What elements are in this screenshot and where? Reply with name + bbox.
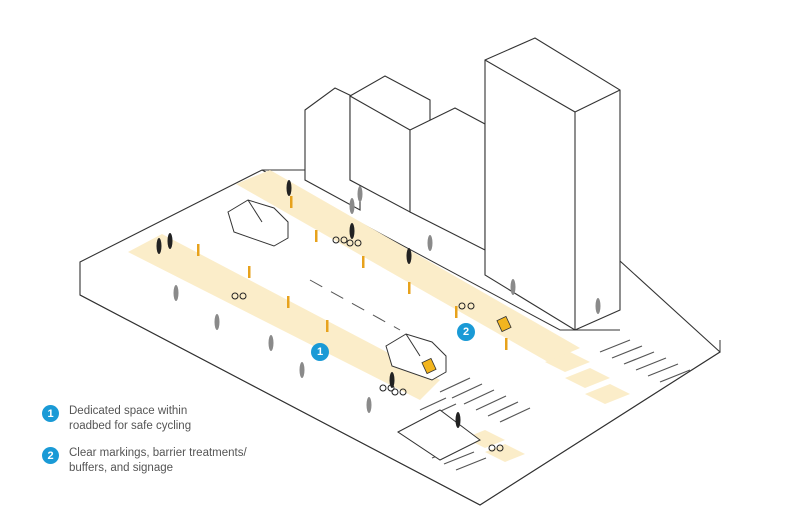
road-edge (79, 262, 721, 506)
legend-badge-2: 2 (42, 447, 59, 464)
legend-text-1: Dedicated space within roadbed for safe … (69, 405, 192, 432)
lane-divider (309, 279, 401, 331)
legend-badge-1: 1 (42, 405, 59, 422)
legend-text-2: Clear markings, barrier treatments/ buff… (69, 447, 247, 474)
cyclists-and-riders (156, 180, 461, 428)
pedestrians (173, 186, 601, 413)
bicycles (231, 236, 504, 452)
marker-1: 1 (311, 343, 329, 361)
crosswalk-stripes (419, 339, 691, 471)
road-sign (496, 315, 512, 333)
car-back (227, 199, 289, 247)
bike-lane-right (236, 170, 580, 362)
curb-corner (397, 409, 481, 461)
bike-lane-left (128, 234, 440, 400)
buildings (304, 37, 621, 331)
marker-2: 2 (457, 323, 475, 341)
legend-item-1: 1 Dedicated space within roadbed for saf… (42, 404, 229, 434)
bollards (197, 196, 508, 350)
road-sign (421, 357, 437, 375)
legend-item-2: 2 Clear markings, barrier treatments/ bu… (42, 446, 279, 476)
